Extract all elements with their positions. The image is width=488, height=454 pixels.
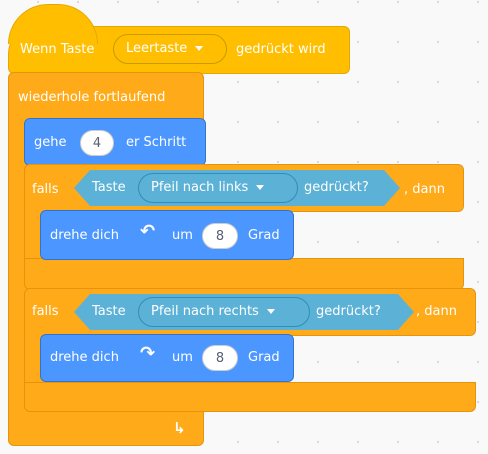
sensing-key-label: Taste <box>92 304 126 319</box>
then-label: , dann <box>404 182 445 197</box>
pressed-label: gedrückt wird <box>236 42 326 57</box>
rotate-left-icon: ↶ <box>140 221 156 242</box>
when-key-label: Wenn Taste <box>20 42 95 57</box>
then-label: , dann <box>416 304 457 319</box>
turn-right-label: drehe dich <box>50 350 119 365</box>
if-right-foot <box>24 382 476 412</box>
right-key-dropdown-value: Pfeil nach rechts <box>151 304 259 319</box>
if-right-arm <box>24 332 42 386</box>
hat-cap <box>8 4 98 44</box>
turn-left-unit-label: Grad <box>248 228 280 243</box>
turn-left-degrees-input[interactable]: 8 <box>202 223 238 249</box>
chevron-down-icon <box>266 309 275 314</box>
turn-left-block[interactable] <box>40 210 294 260</box>
key-dropdown-value: Leertaste <box>126 41 188 56</box>
loop-arrow-icon: ↳ <box>173 419 186 437</box>
turn-left-by-label: um <box>172 228 193 243</box>
if-left-label: falls <box>32 182 59 197</box>
key-dropdown[interactable]: Leertaste <box>113 34 227 64</box>
left-key-dropdown[interactable]: Pfeil nach links <box>138 173 298 203</box>
turn-right-by-label: um <box>172 350 193 365</box>
if-left-arm <box>24 208 42 264</box>
turn-right-degrees-input[interactable]: 8 <box>202 345 238 371</box>
if-right-label: falls <box>32 304 59 319</box>
turn-right-block[interactable] <box>40 334 294 382</box>
steps-input[interactable]: 4 <box>80 130 114 156</box>
if-left-foot <box>24 258 464 290</box>
chevron-down-icon <box>195 46 204 51</box>
chevron-down-icon <box>256 185 265 190</box>
turn-left-label: drehe dich <box>50 228 119 243</box>
pressed-question-label: gedrückt? <box>304 180 369 195</box>
pressed-question-label: gedrückt? <box>316 304 381 319</box>
right-key-dropdown[interactable]: Pfeil nach rechts <box>138 297 310 327</box>
sensing-key-label: Taste <box>92 180 126 195</box>
move-steps-label: er Schritt <box>126 135 187 150</box>
left-key-dropdown-value: Pfeil nach links <box>151 180 249 195</box>
turn-right-unit-label: Grad <box>248 350 280 365</box>
forever-label: wiederhole fortlaufend <box>18 90 166 105</box>
rotate-right-icon: ↷ <box>140 343 156 364</box>
move-go-label: gehe <box>34 135 67 150</box>
